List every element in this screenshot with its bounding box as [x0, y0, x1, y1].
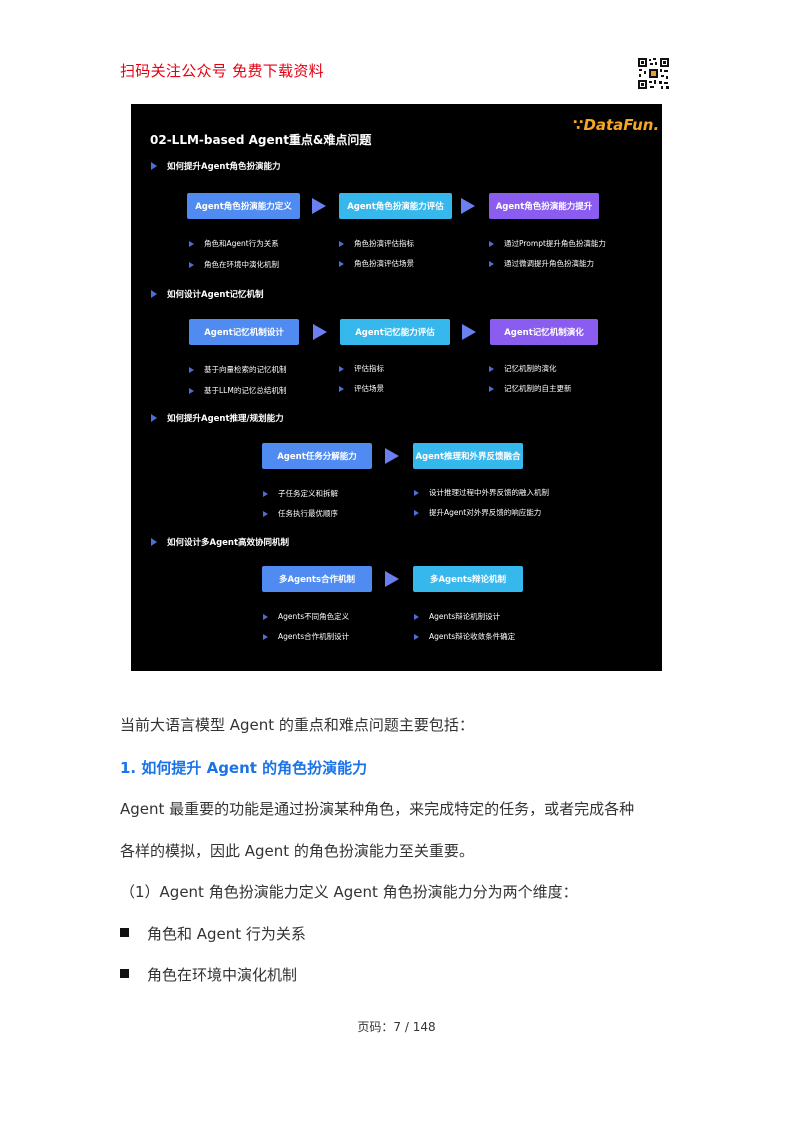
bullet-item: 设计推理过程中外界反馈的融入机制	[414, 487, 549, 498]
triangle-bullet-icon	[151, 290, 157, 298]
bullet-item: 角色和Agent行为关系	[189, 238, 279, 249]
triangle-bullet-icon	[151, 162, 157, 170]
section-heading-1: 1. 如何提升 Agent 的角色扮演能力	[120, 759, 368, 777]
triangle-bullet-icon	[414, 509, 419, 516]
bullet-item: 记忆机制的演化	[489, 363, 557, 374]
triangle-bullet-icon	[414, 613, 419, 620]
arrow-right-icon	[313, 324, 327, 340]
triangle-bullet-icon	[189, 240, 194, 247]
paragraph-line: （1）Agent 角色扮演能力定义 Agent 角色扮演能力分为两个维度：	[120, 883, 578, 901]
flow-box: Agent记忆机制演化	[490, 319, 598, 345]
square-bullet-icon	[120, 969, 129, 978]
bullet-item: 通过Prompt提升角色扮演能力	[489, 238, 606, 249]
bullet-item: 基于向量检索的记忆机制	[189, 364, 287, 375]
flow-box: Agent任务分解能力	[262, 443, 372, 469]
bullet-item: Agents不同角色定义	[263, 611, 349, 622]
section-heading: 如何提升Agent角色扮演能力	[151, 160, 281, 172]
triangle-bullet-icon	[151, 538, 157, 546]
list-item: 角色和 Agent 行为关系	[120, 923, 306, 944]
triangle-bullet-icon	[339, 240, 344, 247]
bullet-item: 角色在环境中演化机制	[189, 259, 279, 270]
figure-title: 02-LLM-based Agent重点&难点问题	[150, 133, 372, 147]
intro-paragraph: 当前大语言模型 Agent 的重点和难点问题主要包括：	[120, 716, 474, 734]
paragraph-line: 各样的模拟，因此 Agent 的角色扮演能力至关重要。	[120, 842, 474, 860]
qr-code-icon[interactable]	[637, 57, 670, 90]
page-number: 页码：7 / 148	[357, 1020, 436, 1034]
triangle-bullet-icon	[414, 489, 419, 496]
triangle-bullet-icon	[489, 365, 494, 372]
triangle-bullet-icon	[489, 260, 494, 267]
bullet-item: Agents辩论机制设计	[414, 611, 500, 622]
triangle-bullet-icon	[189, 261, 194, 268]
triangle-bullet-icon	[263, 510, 268, 517]
bullet-item: 通过微调提升角色扮演能力	[489, 258, 594, 269]
triangle-bullet-icon	[151, 414, 157, 422]
flow-box: Agent角色扮演能力提升	[489, 193, 599, 219]
bullet-item: 记忆机制的自主更新	[489, 383, 572, 394]
datafun-logo: ∵DataFun.	[573, 116, 659, 134]
triangle-bullet-icon	[189, 387, 194, 394]
section-heading: 如何设计Agent记忆机制	[151, 288, 264, 300]
triangle-bullet-icon	[189, 366, 194, 373]
flow-box: Agent角色扮演能力评估	[339, 193, 452, 219]
agent-challenges-figure: 02-LLM-based Agent重点&难点问题 ∵DataFun. 如何提升…	[131, 104, 662, 671]
bullet-item: 角色扮演评估场景	[339, 258, 414, 269]
flow-box: Agent角色扮演能力定义	[187, 193, 300, 219]
triangle-bullet-icon	[339, 385, 344, 392]
header-promo-text: 扫码关注公众号 免费下载资料	[120, 62, 324, 80]
bullet-item: 提升Agent对外界反馈的响应能力	[414, 507, 541, 518]
section-heading: 如何设计多Agent高效协同机制	[151, 536, 289, 548]
triangle-bullet-icon	[489, 385, 494, 392]
bullet-item: 评估场景	[339, 383, 384, 394]
flow-box: Agent记忆机制设计	[189, 319, 299, 345]
logo-dots-icon: ∵	[573, 116, 584, 134]
bullet-item: Agents辩论收敛条件确定	[414, 631, 515, 642]
triangle-bullet-icon	[339, 260, 344, 267]
logo-text: DataFun.	[583, 116, 660, 134]
triangle-bullet-icon	[263, 633, 268, 640]
section-heading: 如何提升Agent推理/规划能力	[151, 412, 284, 424]
paragraph-line: Agent 最重要的功能是通过扮演某种角色，来完成特定的任务，或者完成各种	[120, 800, 635, 818]
arrow-right-icon	[462, 324, 476, 340]
arrow-right-icon	[385, 448, 399, 464]
bullet-item: 评估指标	[339, 363, 384, 374]
bullet-item: 角色扮演评估指标	[339, 238, 414, 249]
bullet-item: 任务执行最优顺序	[263, 508, 338, 519]
bullet-item: 基于LLM的记忆总结机制	[189, 385, 286, 396]
bullet-item: Agents合作机制设计	[263, 631, 349, 642]
square-bullet-icon	[120, 928, 129, 937]
flow-box: 多Agents合作机制	[262, 566, 372, 592]
bullet-item: 子任务定义和拆解	[263, 488, 338, 499]
triangle-bullet-icon	[263, 490, 268, 497]
triangle-bullet-icon	[339, 365, 344, 372]
triangle-bullet-icon	[263, 613, 268, 620]
arrow-right-icon	[312, 198, 326, 214]
flow-box: Agent推理和外界反馈融合	[413, 443, 523, 469]
arrow-right-icon	[385, 571, 399, 587]
arrow-right-icon	[461, 198, 475, 214]
triangle-bullet-icon	[489, 240, 494, 247]
flow-box: Agent记忆能力评估	[340, 319, 450, 345]
flow-box: 多Agents辩论机制	[413, 566, 523, 592]
triangle-bullet-icon	[414, 633, 419, 640]
list-item: 角色在环境中演化机制	[120, 964, 297, 985]
